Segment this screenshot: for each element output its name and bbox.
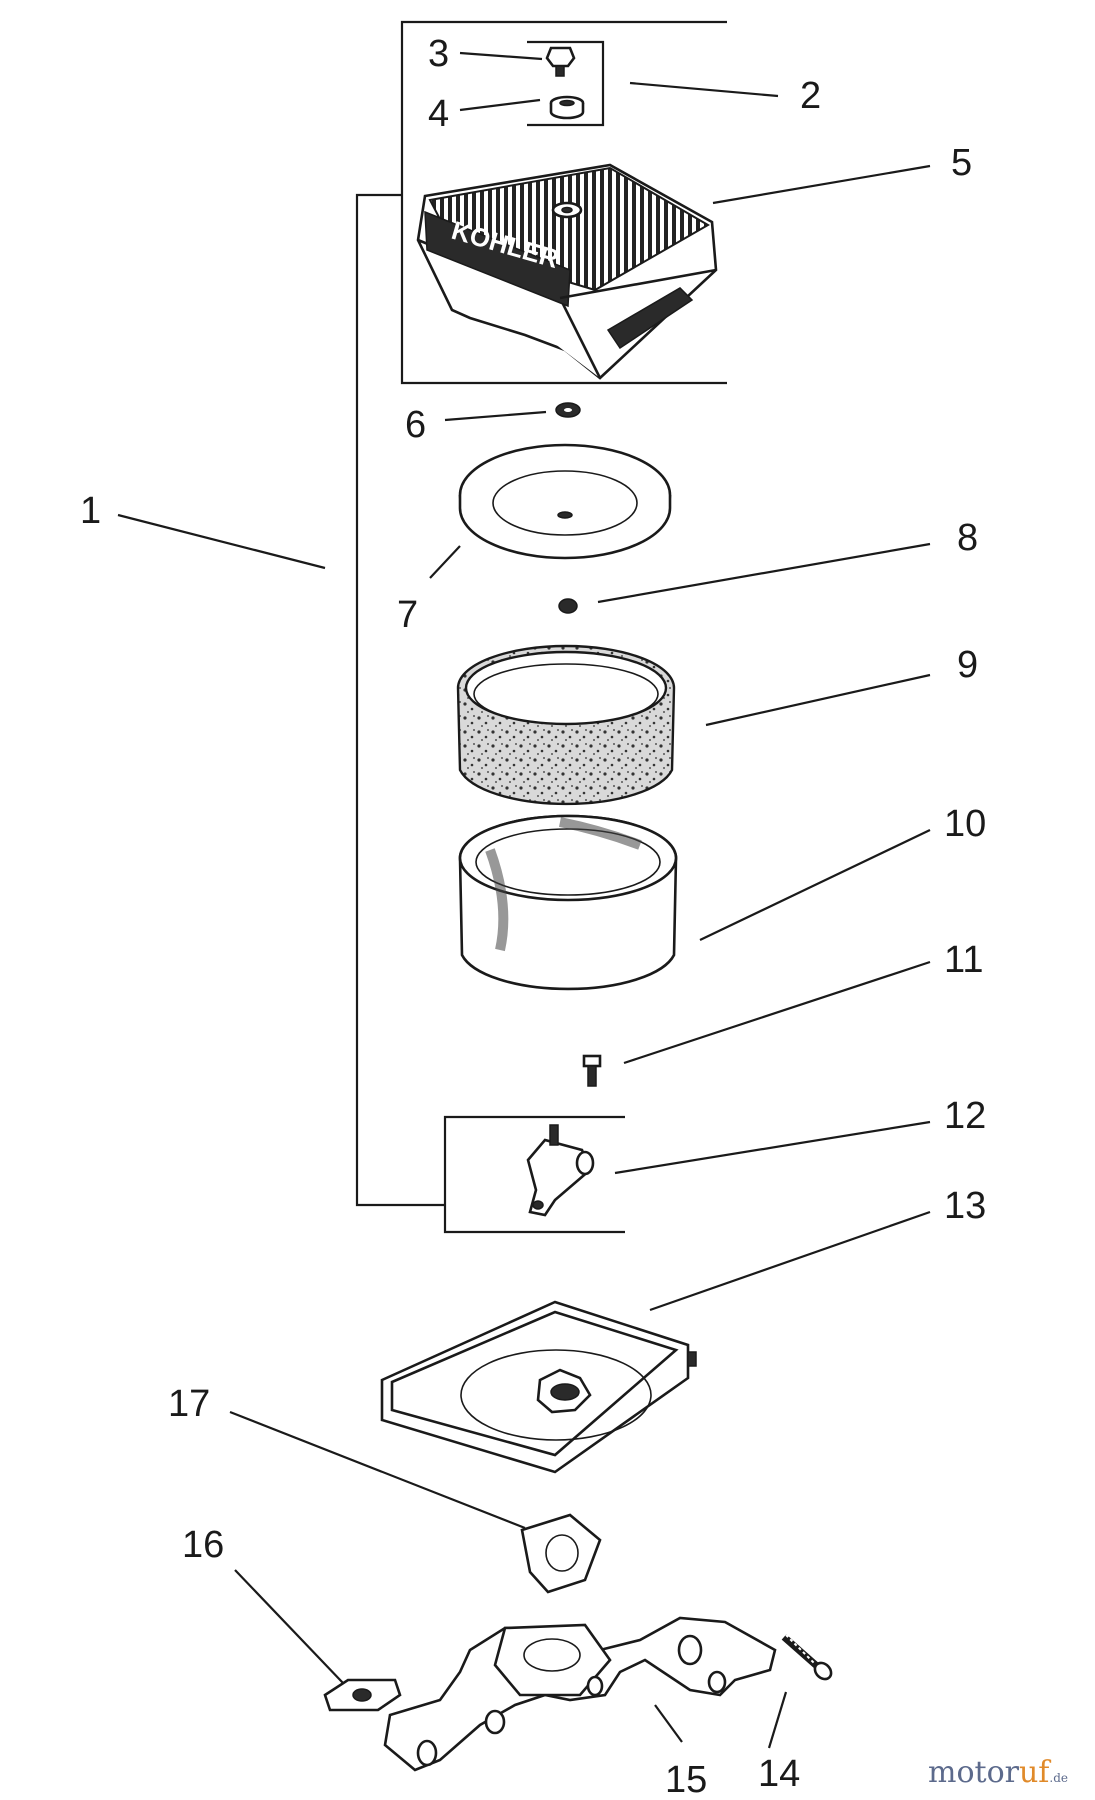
callout-13: 13	[944, 1185, 986, 1227]
callout-9: 9	[957, 644, 978, 686]
part-pre-cleaner	[456, 644, 676, 806]
callout-8: 8	[957, 517, 978, 559]
svg-text:motoruf.de: motoruf.de	[928, 1755, 1068, 1790]
callout-17: 17	[168, 1383, 210, 1425]
part-wing-nut	[555, 402, 581, 418]
part-gasket	[520, 1513, 602, 1594]
part-intake-manifold	[383, 1616, 777, 1772]
part-cover-plate	[458, 443, 672, 560]
part-screw	[582, 1054, 602, 1087]
callout-3: 3	[428, 33, 449, 75]
callout-5: 5	[951, 142, 972, 184]
part-bracket	[526, 1124, 595, 1217]
assembly-bracket-bottom	[443, 1115, 625, 1234]
callout-11: 11	[944, 939, 983, 981]
callout-7: 7	[397, 594, 418, 636]
part-base	[380, 1300, 697, 1474]
part-bolt	[781, 1634, 833, 1681]
callout-numbers: 1 2 3 4 5 6 7 8 9 10 11 12 13 14 15 16 1…	[80, 33, 986, 1800]
callout-4: 4	[428, 93, 449, 135]
callout-6: 6	[405, 404, 426, 446]
part-nut	[558, 598, 578, 614]
callout-14: 14	[758, 1753, 800, 1795]
callout-12: 12	[944, 1095, 986, 1137]
callout-1: 1	[80, 490, 101, 532]
part-cover: KOHLER	[416, 163, 718, 380]
assembly-bracket-top	[400, 20, 727, 385]
callout-15: 15	[665, 1759, 707, 1800]
leader-lines	[117, 51, 931, 1749]
part-filter-element	[458, 814, 678, 991]
callout-2: 2	[800, 75, 821, 117]
part-small-gasket	[323, 1678, 402, 1712]
assembly-bracket-main	[355, 193, 445, 1207]
part-washer	[549, 95, 585, 120]
part-knob	[545, 46, 576, 77]
callout-10: 10	[944, 803, 986, 845]
watermark-logo: motoruf.de	[928, 1755, 1068, 1790]
callout-16: 16	[182, 1524, 224, 1566]
